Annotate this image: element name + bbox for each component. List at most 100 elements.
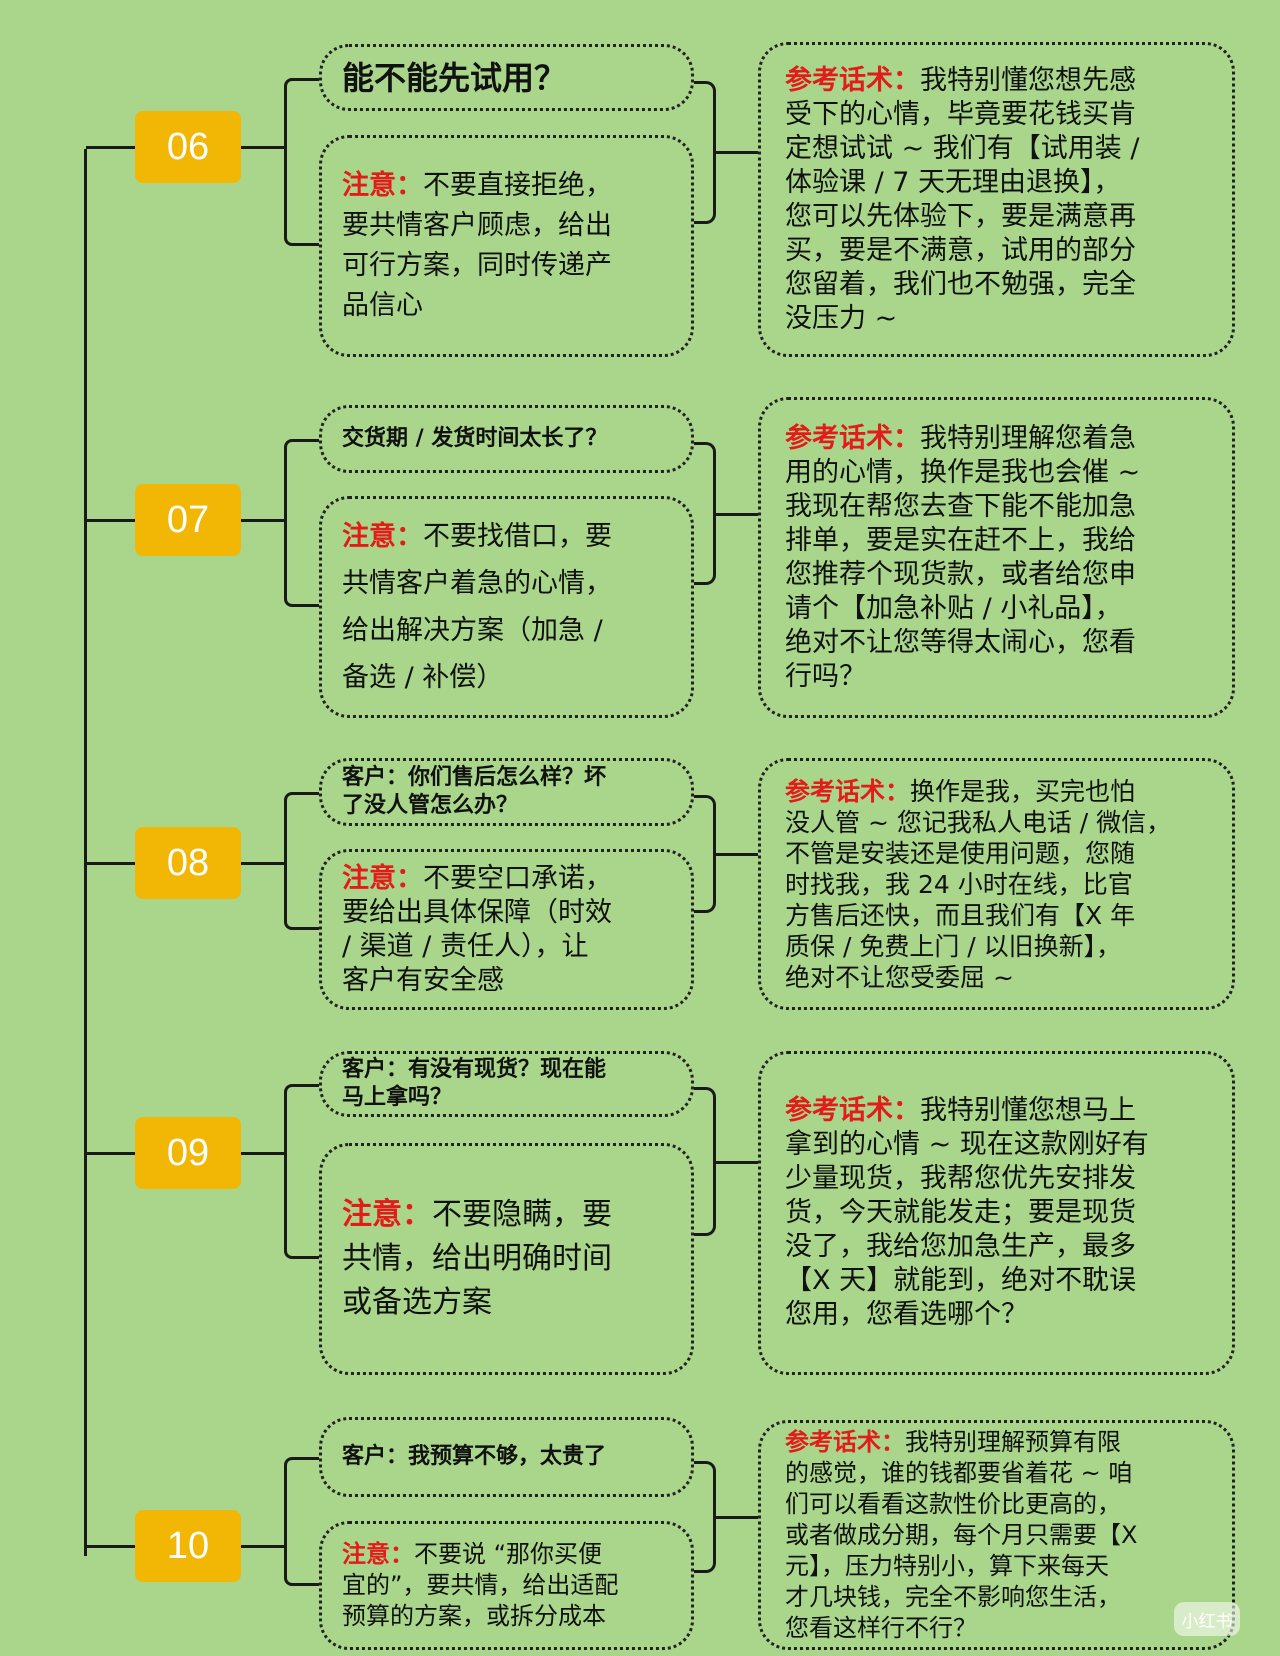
line-text: 没人管 ~ 您记我私人电话 / 微信， — [785, 807, 1172, 837]
line-text: 客户有安全感 — [342, 964, 504, 996]
label: 注意： — [342, 1540, 414, 1568]
text-line: 注意：不要隐瞒，要 — [342, 1193, 679, 1237]
text-line: 或者做成分期，每个月只需要【X — [785, 1520, 1220, 1551]
line-text: 不要隐瞒，要 — [432, 1197, 612, 1232]
line-text: 能不能先试用？ — [342, 58, 567, 97]
question-box: 客户：我预算不够，太贵了 — [319, 1417, 694, 1497]
text-line: 质保 / 免费上门 / 以旧换新】， — [785, 931, 1220, 962]
number-badge-text: 06 — [166, 126, 210, 168]
line-text: 不要空口承诺， — [423, 862, 612, 894]
line-text: 您推荐个现货款，或者给您申 — [785, 558, 1136, 590]
note-box: 注意：不要说 “那你买便宜的”，要共情，给出适配预算的方案，或拆分成本 — [319, 1521, 694, 1650]
text-line: 参考话术：我特别理解您着急 — [785, 422, 1220, 456]
line-text: 不要找借口，要 — [423, 521, 612, 552]
watermark-logo: 小红书 — [1174, 1602, 1240, 1636]
line-text: 拿到的心情 ~ 现在这款刚好有 — [785, 1129, 1149, 1160]
text-line: 绝对不让您受委屈 ~ — [785, 962, 1220, 993]
text-line: 请个【加急补贴 / 小礼品】， — [785, 592, 1220, 626]
number-badge-text: 09 — [166, 1132, 210, 1174]
text-line: 共情客户着急的心情， — [342, 560, 679, 607]
line-text: 共情，给出明确时间 — [342, 1241, 612, 1276]
text-line: 预算的方案，或拆分成本 — [342, 1601, 679, 1632]
text-line: 您推荐个现货款，或者给您申 — [785, 558, 1220, 592]
line-text: 绝对不让您等得太闹心，您看 — [785, 626, 1136, 658]
label: 参考话术： — [785, 776, 911, 806]
label: 参考话术： — [785, 422, 920, 454]
text-line: 参考话术：我特别理解预算有限 — [785, 1427, 1220, 1458]
number-badge-text: 07 — [166, 499, 210, 541]
line-text: 换作是我，买完也怕 — [910, 776, 1136, 806]
note-box: 注意：不要空口承诺，要给出具体保障（时效/ 渠道 / 责任人），让客户有安全感 — [319, 849, 694, 1010]
text-line: 客户：有没有现货？现在能 — [342, 1056, 679, 1084]
label: 注意： — [342, 862, 423, 894]
line-text: 才几块钱，完全不影响您生活， — [785, 1582, 1121, 1611]
right-bracket — [694, 1461, 716, 1573]
line-text: 我特别懂您想马上 — [920, 1095, 1136, 1126]
line-text: 不要说 “那你买便 — [414, 1540, 603, 1568]
line-text: 们可以看看这款性价比更高的， — [785, 1489, 1121, 1518]
text-line: 排单，要是实在赶不上，我给 — [785, 524, 1220, 558]
branch-connector — [86, 1152, 135, 1155]
number-badge-06: 06 — [135, 111, 241, 183]
text-line: 没压力 ~ — [785, 302, 1220, 336]
right-bracket — [694, 80, 716, 224]
text-line: 备选 / 补偿） — [342, 654, 679, 701]
question-box: 交货期 / 发货时间太长了？ — [319, 405, 694, 473]
right-bracket — [694, 442, 716, 585]
line-text: 元】，压力特别小，算下来每天 — [785, 1551, 1109, 1580]
text-line: 参考话术：换作是我，买完也怕 — [785, 776, 1220, 807]
line-text: 马上拿吗？ — [342, 1085, 453, 1110]
bracket-stem — [241, 1152, 285, 1155]
line-text: 的感觉，谁的钱都要省着花 ~ 咱 — [785, 1458, 1133, 1487]
label: 参考话术： — [785, 1427, 905, 1456]
bracket-stem-right — [716, 1515, 758, 1519]
text-line: 没了，我给您加急生产，最多 — [785, 1230, 1220, 1264]
text-line: 共情，给出明确时间 — [342, 1237, 679, 1281]
label: 注意： — [342, 521, 423, 552]
number-badge-07: 07 — [135, 484, 241, 556]
line-text: 宜的”，要共情，给出适配 — [342, 1571, 619, 1599]
bracket-stem — [241, 519, 285, 522]
text-line: 客户：我预算不够，太贵了 — [342, 1443, 679, 1471]
line-text: 客户：有没有现货？现在能 — [342, 1057, 607, 1082]
text-line: 您用，您看选哪个？ — [785, 1298, 1220, 1332]
text-line: 才几块钱，完全不影响您生活， — [785, 1582, 1220, 1613]
text-line: 宜的”，要共情，给出适配 — [342, 1570, 679, 1601]
line-text: 受下的心情，毕竟要花钱买肯 — [785, 98, 1136, 130]
text-line: 注意：不要说 “那你买便 — [342, 1539, 679, 1570]
line-text: 货，今天就能发走；要是现货 — [785, 1197, 1136, 1228]
text-line: 要共情客户顾虑，给出 — [342, 206, 679, 246]
bracket-stem-right — [716, 1160, 758, 1164]
line-text: 客户：我预算不够，太贵了 — [342, 1444, 607, 1469]
line-text: 我特别理解您着急 — [920, 422, 1136, 454]
line-text: 品信心 — [342, 290, 423, 321]
bracket-stem-right — [716, 512, 758, 516]
text-line: 体验课 / 7 天无理由退换】， — [785, 166, 1220, 200]
line-text: 请个【加急补贴 / 小礼品】， — [785, 592, 1122, 624]
line-text: 我特别懂您想先感 — [920, 64, 1136, 96]
line-text: 备选 / 补偿） — [342, 662, 504, 693]
text-line: 我现在帮您去查下能不能加急 — [785, 490, 1220, 524]
line-text: 了没人管怎么办？ — [342, 793, 519, 818]
text-line: 参考话术：我特别懂您想马上 — [785, 1094, 1220, 1128]
right-bracket — [694, 1087, 716, 1236]
text-line: 交货期 / 发货时间太长了？ — [342, 425, 679, 453]
line-text: 您用，您看选哪个？ — [785, 1299, 1028, 1330]
text-line: 用的心情，换作是我也会催 ~ — [785, 456, 1220, 490]
bracket-stem — [241, 862, 285, 865]
line-text: 质保 / 免费上门 / 以旧换新】， — [785, 931, 1122, 961]
text-line: 品信心 — [342, 286, 679, 326]
number-badge-text: 08 — [166, 842, 210, 884]
line-text: 绝对不让您受委屈 ~ — [785, 962, 1014, 992]
branch-connector — [86, 1545, 135, 1548]
question-box: 客户：你们售后怎么样？坏了没人管怎么办？ — [319, 758, 694, 826]
line-text: 我特别理解预算有限 — [905, 1427, 1121, 1456]
text-line: 给出解决方案（加急 / — [342, 607, 679, 654]
text-line: 绝对不让您等得太闹心，您看 — [785, 626, 1220, 660]
text-line: 定想试试 ~ 我们有【试用装 / — [785, 132, 1220, 166]
label: 参考话术： — [785, 64, 920, 96]
text-line: 【X 天】就能到，绝对不耽误 — [785, 1264, 1220, 1298]
text-line: 注意：不要空口承诺， — [342, 862, 679, 896]
line-text: 方售后还快，而且我们有【X 年 — [785, 900, 1136, 930]
question-box: 能不能先试用？ — [319, 44, 694, 111]
